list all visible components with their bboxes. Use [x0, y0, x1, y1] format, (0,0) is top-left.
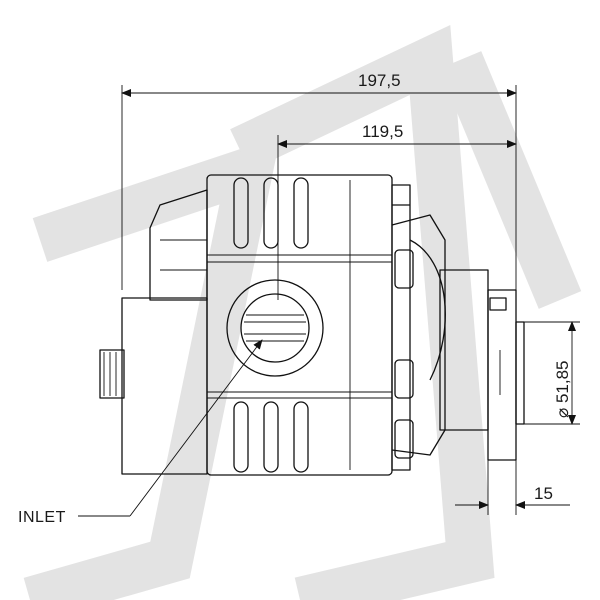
overall-length-label: 197,5	[358, 71, 401, 90]
dimension-lines	[78, 85, 580, 517]
flange-plate	[487, 289, 517, 461]
flange-bolt-head	[489, 297, 507, 311]
inlet-port	[226, 279, 324, 377]
watermark-stroke-2	[230, 24, 495, 600]
inlet-leader-line	[129, 339, 263, 517]
pilot-spigot	[515, 321, 525, 425]
watermark-stroke-1	[23, 135, 281, 600]
rear-cover-profile	[391, 204, 446, 456]
shaft-length-label: 15	[534, 484, 553, 503]
watermark-stroke-3	[438, 51, 582, 309]
drive-shaft	[99, 349, 125, 399]
pump-body	[99, 174, 525, 476]
rear-cover	[391, 184, 411, 471]
bottom-ribs	[233, 401, 309, 473]
watermark-logo	[23, 24, 582, 600]
flange-diameter-label: ⌀ 51,85	[553, 361, 572, 419]
inlet-label: INLET	[18, 509, 66, 526]
partial-length-label: 119,5	[362, 122, 403, 141]
rear-cover-curve	[409, 239, 446, 381]
